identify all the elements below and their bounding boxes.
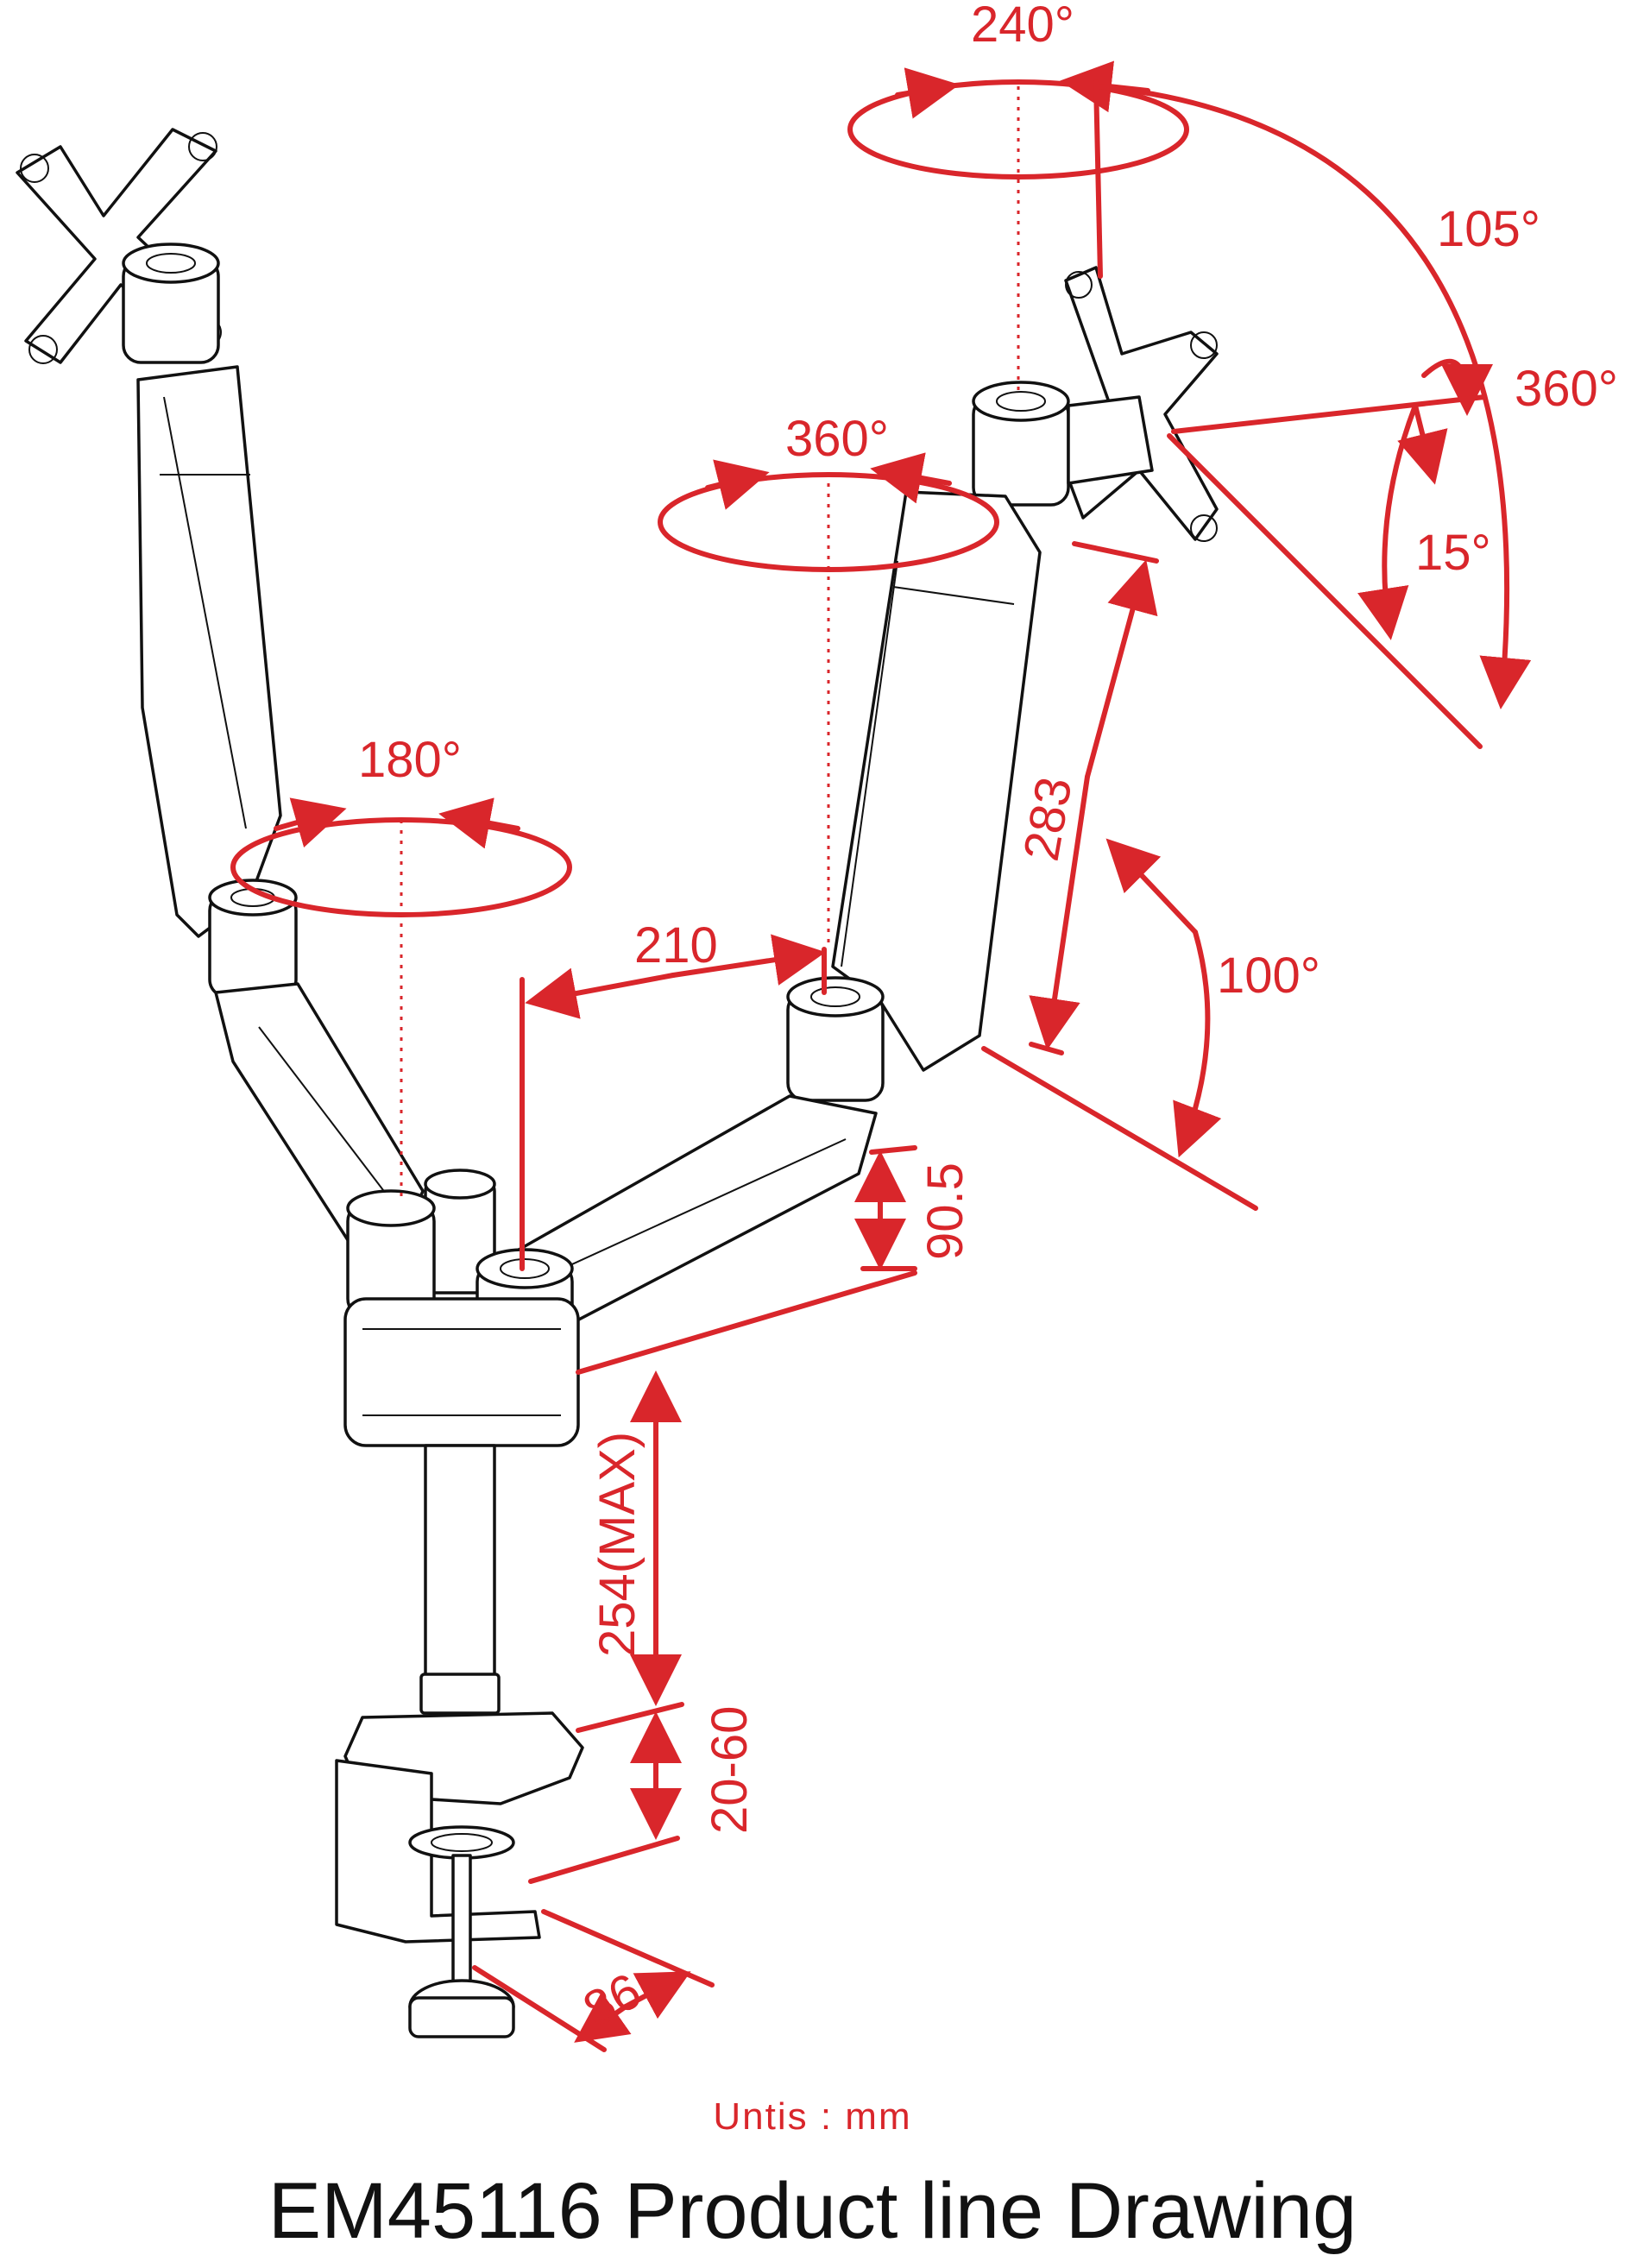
right-elbow-joint <box>786 976 885 1102</box>
center-joint <box>343 1169 580 1447</box>
right-top-joint <box>972 381 1154 507</box>
left-rotation-arc <box>230 817 572 917</box>
top-rotation-arc <box>847 79 1189 180</box>
arm-angle-label: 100° <box>1217 948 1320 1004</box>
mounting-pole <box>424 1444 496 1680</box>
tilt-range-label: 105° <box>1437 201 1540 257</box>
arm-length-label: 283 <box>1013 773 1083 866</box>
height-offset-label: 90.5 <box>917 1162 973 1260</box>
drawing-title: EM45116 Product line Drawing <box>268 2167 1357 2255</box>
screen-rotation-label: 360° <box>1515 361 1618 417</box>
small-tilt-label: 15° <box>1415 525 1491 581</box>
right-forearm <box>831 490 1042 1072</box>
dimension-annotations: 240° 105° 360° 15° 360° 180° 283 100° 21… <box>230 0 1618 2052</box>
desk-clamp <box>335 1711 584 2038</box>
tilt-arc <box>1093 84 1532 709</box>
left-top-joint <box>122 243 220 364</box>
left-elbow-joint <box>208 879 298 999</box>
left-rotation-label: 180° <box>358 732 462 788</box>
pole-height-label: 254(MAX) <box>589 1432 646 1657</box>
left-forearm <box>136 365 282 938</box>
top-rotation-label: 240° <box>971 0 1074 53</box>
units-note: Untis : mm <box>713 2095 912 2138</box>
mid-rotation-label: 360° <box>785 411 889 467</box>
clamp-depth-label: 86 <box>575 1962 650 2038</box>
clamp-range-label: 20-60 <box>702 1706 758 1834</box>
monitor-mount <box>16 128 1219 2038</box>
reach-label: 210 <box>634 917 718 973</box>
